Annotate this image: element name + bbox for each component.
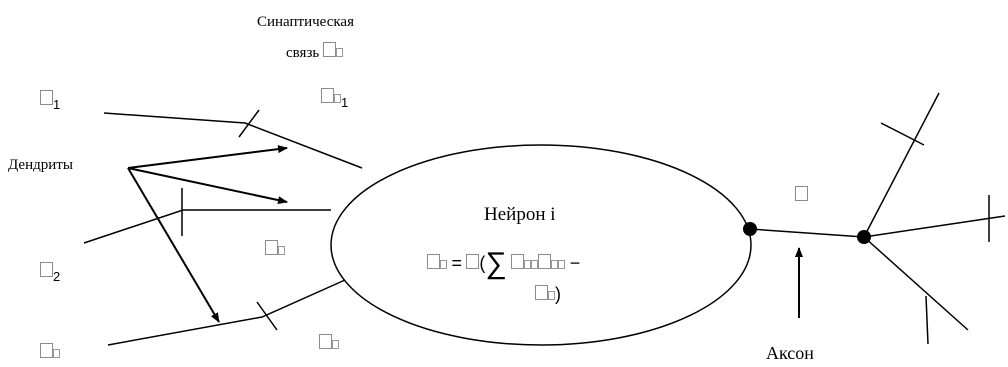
weight-symbol-box bbox=[265, 240, 278, 255]
output-symbol-box bbox=[427, 254, 440, 269]
input-symbol-box bbox=[538, 254, 552, 269]
weight-symbol-box bbox=[511, 254, 525, 269]
weight-index-1: 1 bbox=[341, 95, 349, 110]
weight-symbol-box bbox=[322, 42, 336, 57]
formula-minus: − bbox=[569, 253, 581, 273]
dendrites-label: Дендриты bbox=[8, 157, 73, 173]
output-tick-up bbox=[880, 122, 925, 146]
output-branch-down bbox=[863, 236, 969, 331]
output-label bbox=[795, 186, 808, 204]
weight-label-w2 bbox=[265, 240, 285, 258]
input-line-3 bbox=[107, 279, 346, 346]
synapse-label-word: связь bbox=[286, 45, 320, 61]
output-index-box bbox=[440, 260, 447, 269]
input-label-xn bbox=[40, 343, 60, 361]
input-index-box bbox=[551, 260, 559, 269]
neuron-label: Нейрон i bbox=[484, 204, 556, 225]
axon-line bbox=[749, 228, 865, 238]
threshold-symbol-box bbox=[535, 285, 548, 300]
axon-hillock-dot bbox=[743, 222, 757, 236]
activation-formula-line1: = (∑ − bbox=[427, 245, 581, 279]
dendrite-arrow-2 bbox=[127, 167, 288, 205]
sigma-symbol: ∑ bbox=[485, 247, 507, 280]
activation-formula-line2: ) bbox=[535, 285, 561, 304]
weight-symbol-box bbox=[319, 334, 332, 349]
weight-symbol-box bbox=[321, 88, 334, 103]
neuron-body bbox=[330, 144, 752, 346]
synapse-tick-3 bbox=[256, 301, 278, 331]
input-line-1 bbox=[103, 112, 363, 169]
synapse-label-line2: связь bbox=[286, 42, 343, 61]
weight-label-w1: 1 bbox=[321, 88, 348, 109]
dendrite-arrow-3 bbox=[127, 167, 220, 323]
input-index-box bbox=[53, 349, 60, 358]
output-symbol-box bbox=[795, 186, 808, 201]
input-symbol-box bbox=[40, 262, 53, 277]
input-index-1: 1 bbox=[53, 97, 61, 112]
threshold-index-box bbox=[548, 291, 555, 300]
input-symbol-box bbox=[40, 90, 53, 105]
formula-equals: = bbox=[451, 253, 462, 273]
weight-index-box bbox=[531, 260, 539, 269]
input-index-box bbox=[558, 260, 566, 269]
formula-close-paren: ) bbox=[555, 284, 561, 304]
axon-label: Аксон bbox=[766, 343, 814, 363]
synapse-label-line1: Синаптическая bbox=[257, 14, 354, 30]
weight-index-box bbox=[332, 340, 339, 349]
synapse-tick-1 bbox=[238, 109, 260, 138]
formula-open-paren: ( bbox=[479, 253, 486, 273]
input-line-2 bbox=[83, 209, 331, 244]
weight-index-box bbox=[278, 246, 285, 255]
weight-index-box bbox=[524, 260, 532, 269]
weight-index-box bbox=[334, 94, 341, 103]
function-symbol-box bbox=[466, 254, 480, 269]
input-index-2: 2 bbox=[53, 269, 61, 284]
weight-index-box bbox=[335, 48, 343, 57]
input-symbol-box bbox=[40, 343, 53, 358]
output-tick-down bbox=[925, 295, 929, 345]
input-label-x1: 1 bbox=[40, 90, 60, 111]
input-label-x2: 2 bbox=[40, 262, 60, 283]
weight-label-wn bbox=[319, 334, 339, 352]
output-branch-right bbox=[863, 215, 1006, 238]
output-branch-up bbox=[863, 92, 940, 238]
dendrite-arrow-1 bbox=[127, 145, 288, 169]
